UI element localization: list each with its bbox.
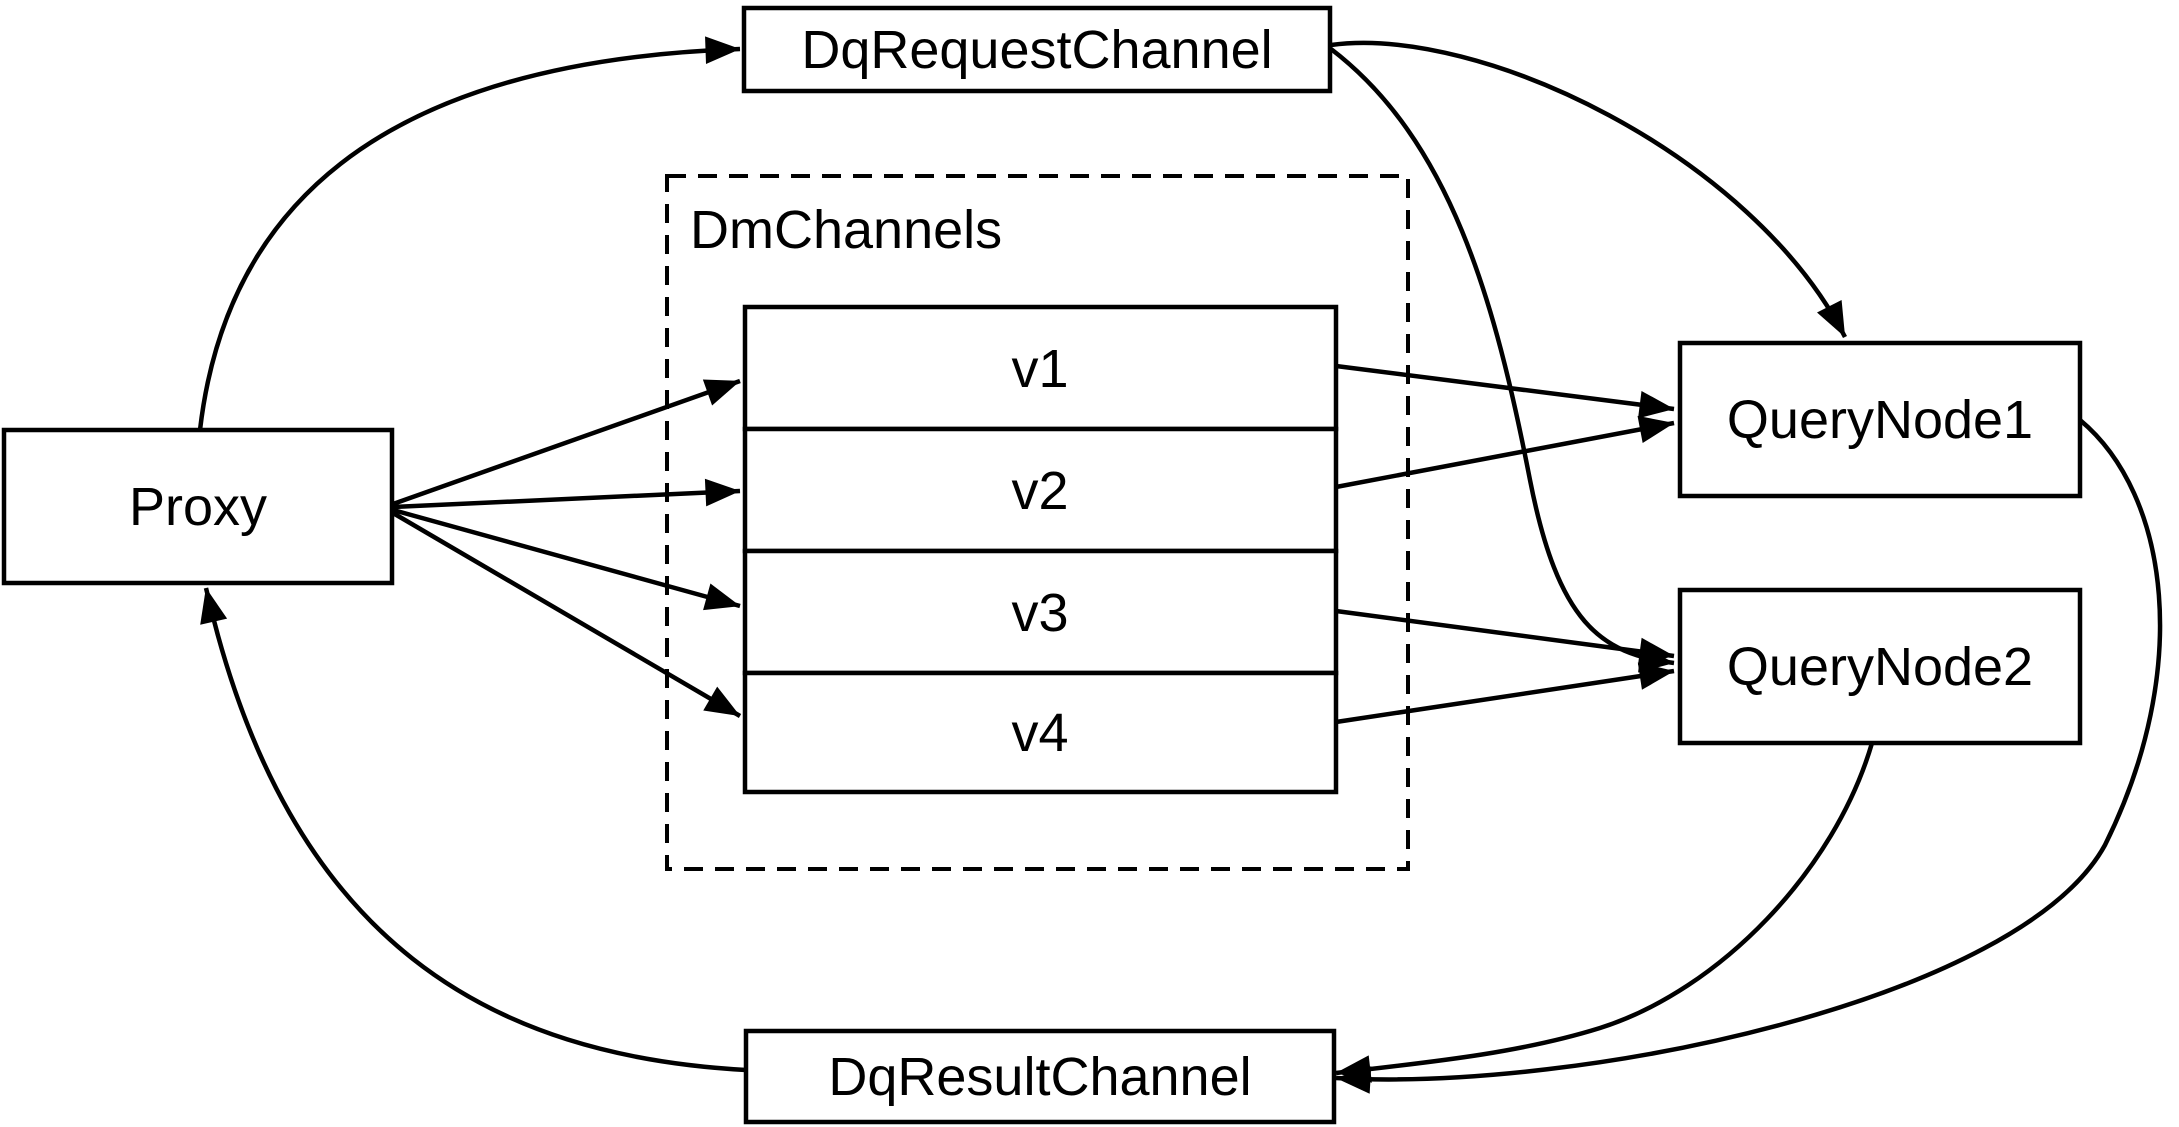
query-node-2-box [1677, 587, 2083, 746]
channel-v3-label: v3 [1011, 583, 1068, 643]
edge-v3-to-query-node-2 [1335, 608, 1675, 666]
edge-proxy-to-v2 [392, 478, 741, 510]
edge-query-node-1-to-dq-result-channel [1335, 418, 2163, 1094]
edge-v1-to-query-node-1 [1335, 363, 1675, 419]
channel-v1-box [742, 304, 1339, 432]
edge-proxy-to-v1 [392, 378, 741, 507]
dq-request-channel-label: DqRequestChannel [801, 20, 1272, 80]
edge-dq-request-channel-to-query-node-2 [1329, 47, 1675, 673]
channel-v2-label: v2 [1011, 461, 1068, 521]
edge-dq-result-channel-to-proxy [200, 587, 747, 1073]
dm-channels-border [665, 174, 1410, 871]
edge-v2-to-query-node-1 [1335, 415, 1675, 490]
channel-v4-box [742, 670, 1339, 795]
dq-result-channel-label: DqResultChannel [828, 1047, 1251, 1107]
node-channel-v1: v1 [742, 304, 1339, 432]
edge-query-node-2-to-dq-result-channel [1335, 742, 1875, 1083]
dq-result-channel-box [743, 1028, 1337, 1125]
edges [197, 36, 2163, 1094]
query-node-2-label: QueryNode2 [1727, 637, 2033, 697]
query-node-1-label: QueryNode1 [1727, 390, 2033, 450]
dq-request-channel-box [741, 5, 1333, 94]
node-proxy: Proxy [1, 427, 395, 586]
node-channel-v2: v2 [742, 426, 1339, 554]
dm-channels-label: DmChannels [690, 200, 1002, 260]
node-query-node-1: QueryNode1 [1677, 340, 2083, 499]
edge-proxy-to-dq-request-channel [197, 36, 741, 431]
node-dq-result-channel: DqResultChannel [743, 1028, 1337, 1125]
proxy-label: Proxy [129, 477, 267, 537]
proxy-box [1, 427, 395, 586]
dm-channels-group: DmChannels [665, 174, 1410, 871]
channel-v2-box [742, 426, 1339, 554]
node-channel-v4: v4 [742, 670, 1339, 795]
edge-proxy-to-v4 [391, 511, 742, 718]
node-channel-v3: v3 [742, 548, 1339, 676]
edge-dq-request-channel-to-query-node-1 [1330, 40, 1848, 339]
channel-v3-box [742, 548, 1339, 676]
node-dq-request-channel: DqRequestChannel [741, 5, 1333, 94]
channel-v1-label: v1 [1011, 339, 1068, 399]
node-query-node-2: QueryNode2 [1677, 587, 2083, 746]
edge-proxy-to-v3 [392, 507, 741, 611]
edge-v4-to-query-node-2 [1335, 662, 1675, 725]
query-node-1-box [1677, 340, 2083, 499]
channel-v4-label: v4 [1011, 703, 1068, 763]
